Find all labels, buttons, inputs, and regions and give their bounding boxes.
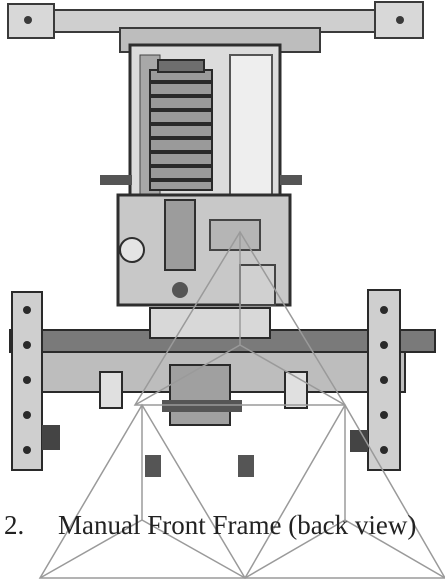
caption-text: Manual Front Frame (back view)	[58, 510, 417, 540]
spring-coil	[149, 59, 213, 191]
side-shafts	[100, 175, 302, 185]
top-crossbar	[7, 1, 424, 53]
linkage-mechanism	[116, 193, 292, 307]
right-bracket	[350, 289, 401, 471]
left-bracket	[11, 291, 60, 471]
lower-feet	[99, 364, 308, 477]
watermark-triangles	[38, 230, 445, 579]
caption-number: 2.	[4, 510, 25, 540]
